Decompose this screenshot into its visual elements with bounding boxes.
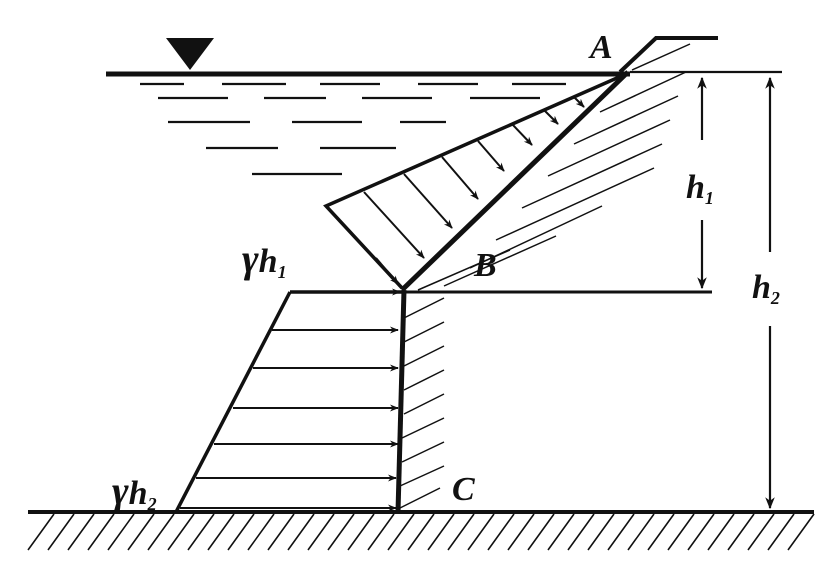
pressure-arrow — [403, 173, 453, 229]
point-b-label: B — [473, 247, 497, 284]
pressure-arrow — [477, 140, 505, 172]
pressure-label-h2-base: h — [129, 475, 148, 512]
pressure-arrows-bc — [180, 288, 401, 512]
pressure-arrow — [543, 109, 559, 125]
pressure-arrow — [573, 96, 585, 108]
pressure-diagram-ab-outline — [323, 72, 627, 290]
pressure-label-h2-sub: 2 — [147, 494, 157, 514]
inclined-wall-hatching — [417, 43, 691, 291]
pressure-label-h1-sub: 1 — [278, 262, 287, 282]
gamma-symbol: γ — [112, 468, 129, 513]
vertical-wall-hatching — [399, 297, 445, 509]
vertical-wall — [395, 289, 712, 513]
pressure-arrow — [363, 191, 425, 259]
pressure-label-gamma-h1: γh1 — [242, 236, 287, 282]
depth-label-h1: h1 — [686, 169, 714, 208]
ground — [27, 510, 815, 551]
wall-face-ab — [400, 70, 630, 292]
inclined-wall — [400, 36, 718, 292]
water-ripples — [140, 82, 566, 176]
pressure-diagram-bc-slant — [174, 291, 292, 513]
water-body — [106, 38, 630, 176]
pressure-arrows-ab — [363, 96, 585, 285]
point-c-label: C — [452, 471, 475, 508]
depth-label-h1-base: h — [686, 169, 705, 206]
point-a-label: A — [588, 29, 613, 66]
water-surface-marker-icon — [166, 38, 214, 70]
depth-label-h2-base: h — [752, 269, 771, 306]
depth-label-h2-sub: 2 — [770, 288, 780, 308]
ground-hatching — [27, 513, 815, 551]
pressure-label-h1-base: h — [259, 243, 278, 280]
inclined-wall-top-cap — [618, 36, 718, 74]
pressure-label-gamma-h2: γh2 — [112, 468, 157, 514]
depth-label-h1-sub: 1 — [705, 188, 714, 208]
pressure-arrow — [441, 156, 479, 200]
pressure-arrow — [511, 123, 533, 146]
dimensions — [630, 70, 782, 510]
wall-face-bc — [395, 289, 407, 513]
pressure-diagram-ab — [323, 72, 627, 290]
pressure-arrow — [375, 257, 399, 285]
gamma-symbol: γ — [242, 236, 259, 281]
pressure-diagram-bc — [174, 288, 402, 513]
labels: A B C h1 h2 γh1 γh2 — [112, 29, 780, 514]
depth-label-h2: h2 — [752, 269, 780, 308]
